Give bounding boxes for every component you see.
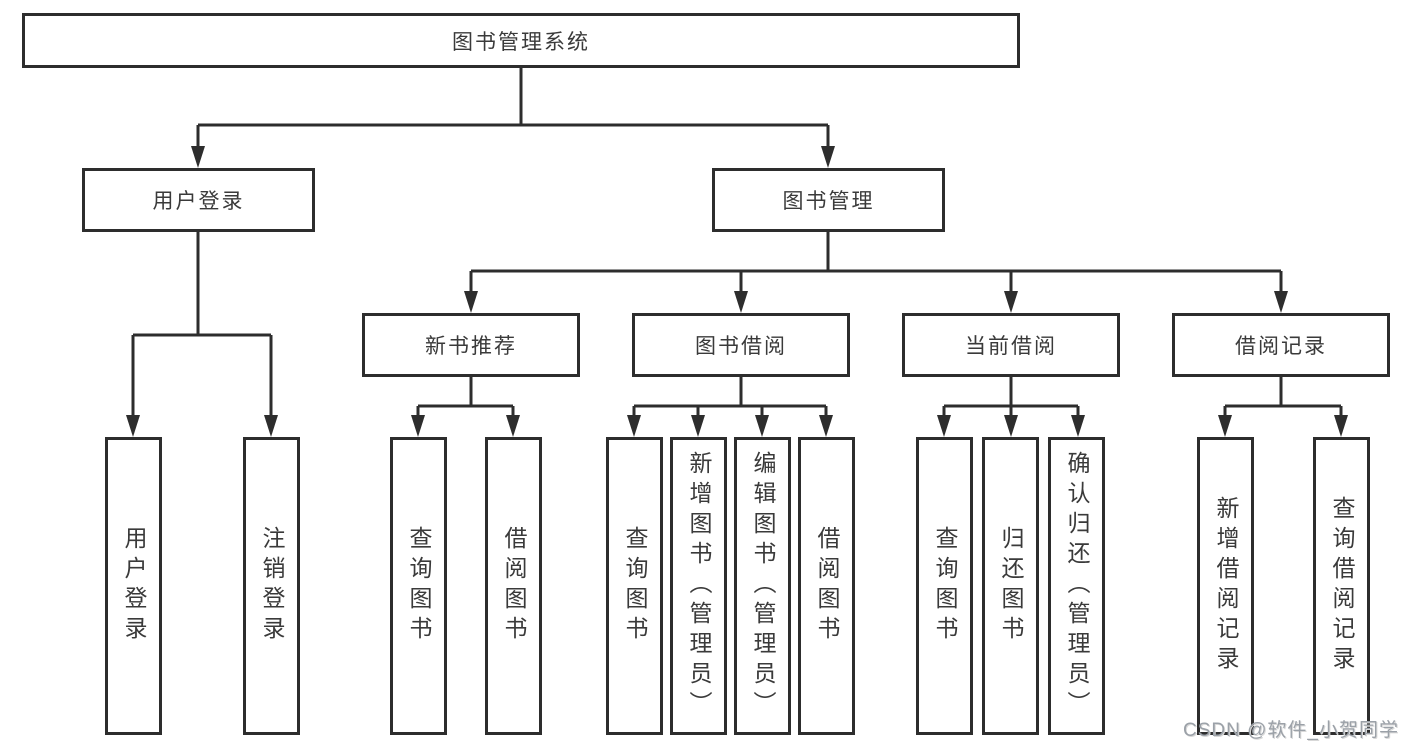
leaf-confirm-return-admin: 确认归还（管理员） <box>1048 437 1105 735</box>
leaf-user-login: 用户登录 <box>105 437 162 735</box>
leaf-edit-book-admin-label: 编辑图书（管理员） <box>750 451 776 721</box>
leaf-logout-label: 注销登录 <box>259 526 285 646</box>
leaf-logout: 注销登录 <box>243 437 300 735</box>
node-user-login: 用户登录 <box>82 168 315 232</box>
leaf-query-borrow-record: 查询借阅记录 <box>1313 437 1370 735</box>
node-book-management-label: 图书管理 <box>782 190 875 213</box>
node-borrow-records-label: 借阅记录 <box>1235 335 1327 358</box>
leaf-add-book-admin-label: 新增图书（管理员） <box>686 451 712 721</box>
node-root: 图书管理系统 <box>22 13 1020 68</box>
leaf-query-books-recommend-label: 查询图书 <box>406 526 432 646</box>
leaf-confirm-return-admin-label: 确认归还（管理员） <box>1064 451 1090 721</box>
csdn-watermark: CSDN @软件_小贺同学 <box>1183 720 1399 741</box>
leaf-query-books-borrow-label: 查询图书 <box>622 526 648 646</box>
node-borrow-records: 借阅记录 <box>1172 313 1390 377</box>
leaf-query-books-current: 查询图书 <box>916 437 973 735</box>
leaf-edit-book-admin: 编辑图书（管理员） <box>734 437 791 735</box>
leaf-query-books-current-label: 查询图书 <box>932 526 958 646</box>
leaf-query-books-recommend: 查询图书 <box>390 437 447 735</box>
leaf-query-borrow-record-label: 查询借阅记录 <box>1329 496 1355 676</box>
leaf-borrow-books-recommend-label: 借阅图书 <box>501 526 527 646</box>
node-book-borrow-label: 图书借阅 <box>695 335 787 358</box>
leaf-user-login-label: 用户登录 <box>121 526 147 646</box>
node-book-borrow: 图书借阅 <box>632 313 850 377</box>
leaf-add-borrow-record-label: 新增借阅记录 <box>1213 496 1239 676</box>
leaf-query-books-borrow: 查询图书 <box>606 437 663 735</box>
node-root-label: 图书管理系统 <box>452 30 590 54</box>
node-new-book-recommend-label: 新书推荐 <box>425 335 517 358</box>
node-new-book-recommend: 新书推荐 <box>362 313 580 377</box>
leaf-add-book-admin: 新增图书（管理员） <box>670 437 727 735</box>
node-book-management: 图书管理 <box>712 168 945 232</box>
node-current-borrow: 当前借阅 <box>902 313 1120 377</box>
leaf-borrow-books-recommend: 借阅图书 <box>485 437 542 735</box>
leaf-add-borrow-record: 新增借阅记录 <box>1197 437 1254 735</box>
leaf-return-book: 归还图书 <box>982 437 1039 735</box>
node-current-borrow-label: 当前借阅 <box>965 335 1057 358</box>
leaf-return-book-label: 归还图书 <box>998 526 1024 646</box>
leaf-borrow-books-borrow: 借阅图书 <box>798 437 855 735</box>
node-user-login-label: 用户登录 <box>152 190 245 213</box>
leaf-borrow-books-borrow-label: 借阅图书 <box>814 526 840 646</box>
